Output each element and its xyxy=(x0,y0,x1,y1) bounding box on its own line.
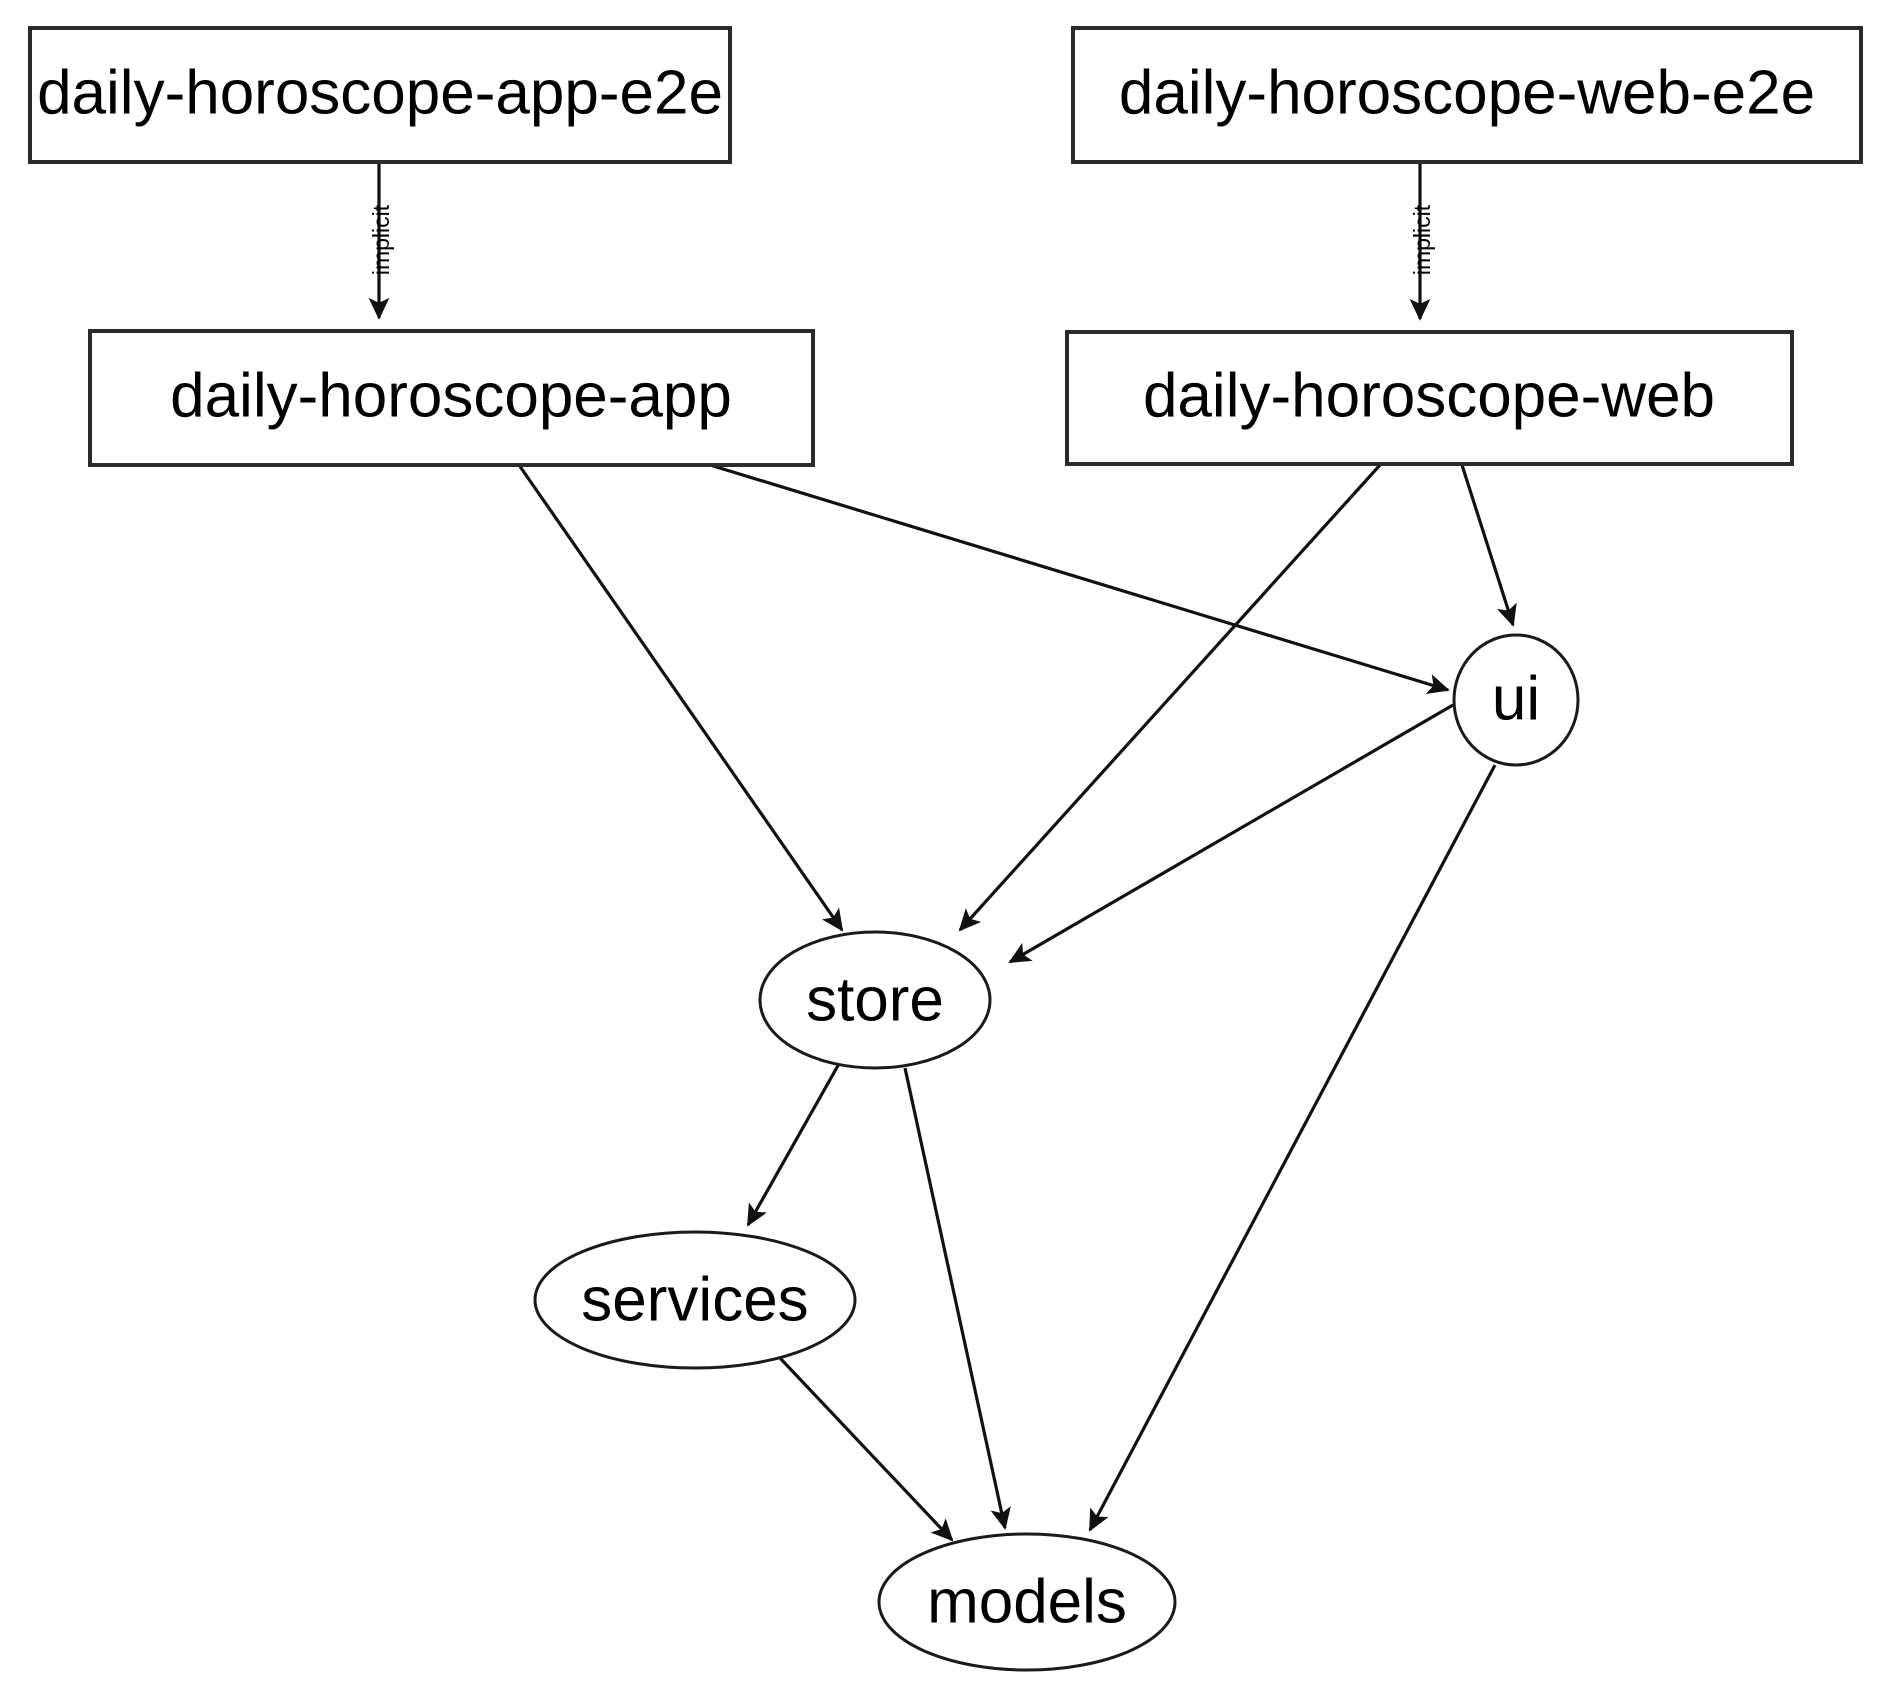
node-ellipse-shape xyxy=(533,1230,857,1370)
node-label: ui xyxy=(1492,664,1540,733)
node-label: daily-horoscope-web-e2e xyxy=(1119,58,1815,127)
node-ellipse-shape xyxy=(877,1532,1177,1672)
node-box-shape xyxy=(1071,26,1863,164)
edge-ui-to-store xyxy=(1008,703,1454,964)
node-label: store xyxy=(806,965,944,1034)
edge-app-to-store xyxy=(517,464,844,932)
edge-store-to-services xyxy=(746,1061,842,1227)
node-box-shape xyxy=(1065,330,1794,466)
edge-line xyxy=(746,1061,842,1227)
edge-web-to-ui xyxy=(1460,464,1517,627)
node-ui[interactable]: ui xyxy=(1452,633,1580,767)
edge-line xyxy=(709,463,1450,695)
node-label: daily-horoscope-web xyxy=(1143,361,1715,430)
node-daily-horoscope-web[interactable]: daily-horoscope-web xyxy=(1065,330,1794,466)
edge-web-e2e-to-web: implicit xyxy=(1409,163,1435,321)
edge-line xyxy=(958,463,1382,932)
node-label: daily-horoscope-app-e2e xyxy=(37,58,723,127)
edge-ui-to-models xyxy=(1088,764,1497,1532)
node-daily-horoscope-app[interactable]: daily-horoscope-app xyxy=(88,329,815,467)
node-label: models xyxy=(927,1567,1127,1636)
node-services[interactable]: services xyxy=(533,1230,857,1370)
edge-line xyxy=(1088,764,1497,1532)
edge-app-e2e-to-app: implicit xyxy=(368,163,394,320)
edge-services-to-models xyxy=(778,1356,954,1542)
edge-label-implicit-web: implicit xyxy=(1409,204,1435,275)
node-daily-horoscope-app-e2e[interactable]: daily-horoscope-app-e2e xyxy=(28,26,732,164)
edge-line xyxy=(517,464,844,932)
edge-line xyxy=(903,1067,1011,1530)
node-ellipse-shape xyxy=(1452,633,1580,767)
node-store[interactable]: store xyxy=(758,930,992,1070)
node-box-shape xyxy=(88,329,815,467)
node-ellipse-shape xyxy=(758,930,992,1070)
node-label: services xyxy=(581,1265,808,1334)
edge-line xyxy=(778,1356,954,1542)
edge-store-to-models xyxy=(903,1067,1011,1530)
node-box-shape xyxy=(28,26,732,164)
edge-line xyxy=(1460,464,1517,627)
edge-line xyxy=(1008,703,1454,964)
node-label: daily-horoscope-app xyxy=(170,361,732,430)
edge-label-implicit-app: implicit xyxy=(368,204,394,275)
edge-web-to-store xyxy=(958,463,1382,932)
edge-app-to-ui xyxy=(709,463,1450,695)
node-daily-horoscope-web-e2e[interactable]: daily-horoscope-web-e2e xyxy=(1071,26,1863,164)
node-models[interactable]: models xyxy=(877,1532,1177,1672)
